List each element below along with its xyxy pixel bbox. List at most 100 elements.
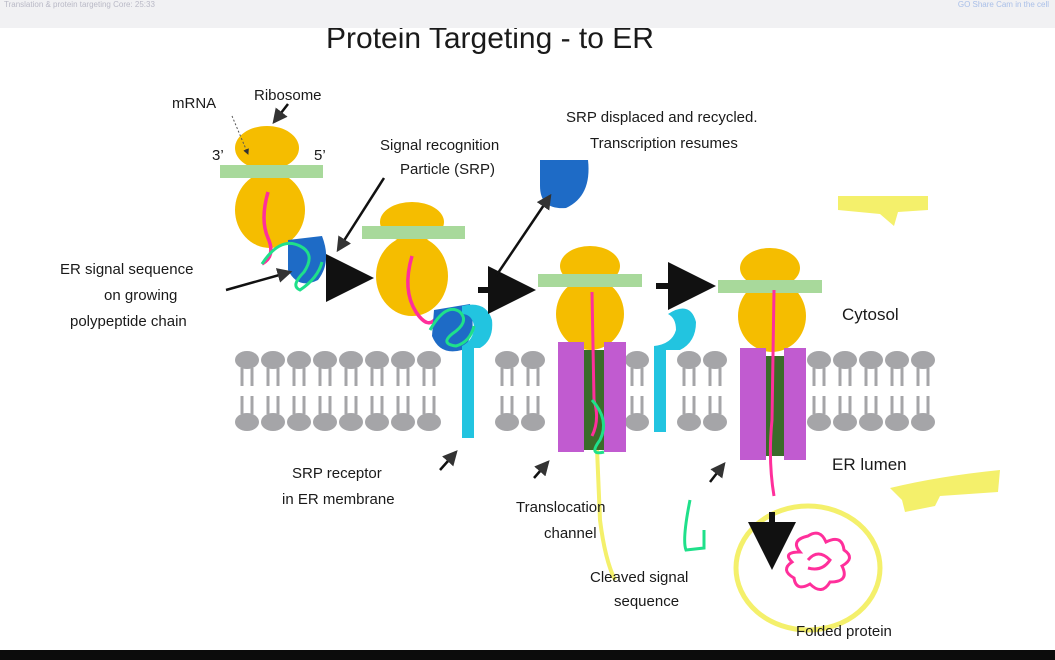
label-mrna: mRNA: [172, 95, 216, 112]
label-er-lumen: ER lumen: [832, 455, 907, 474]
lipid-tail: [682, 396, 696, 414]
polypeptide-chain: [406, 255, 438, 325]
lipid-tail: [318, 396, 332, 414]
label-srp-line1: Signal recognition: [380, 137, 499, 154]
label-er-signal-line1: ER signal sequence: [60, 261, 193, 278]
label-displaced-line2: Transcription resumes: [590, 135, 738, 152]
label-srp-line2: Particle (SRP): [400, 161, 495, 178]
lipid-tail: [370, 368, 384, 386]
lipid-tail: [344, 368, 358, 386]
lipid-head: [885, 413, 909, 431]
lipid-head: [677, 413, 701, 431]
lipid-head: [365, 351, 389, 369]
lipid-tail: [526, 368, 540, 386]
lipid-head: [417, 351, 441, 369]
stage-4-ribosome: [683, 248, 822, 552]
mrna-strand: [362, 226, 465, 239]
label-er-signal-line2: on growing: [104, 287, 177, 304]
released-srp: [540, 160, 589, 209]
lipid-tail: [890, 396, 904, 414]
srp-receptor: [462, 304, 493, 438]
lipid-head: [807, 413, 831, 431]
lipid-head: [833, 413, 857, 431]
lipid-head: [703, 351, 727, 369]
recycled-srp-receptor: [654, 308, 696, 432]
label-translocation-line2: channel: [544, 525, 597, 542]
lipid-tail: [240, 396, 254, 414]
lipid-head: [521, 413, 545, 431]
video-topbar: Translation & protein targeting Core: 25…: [0, 0, 1055, 28]
mrna-strand: [718, 280, 822, 293]
diagram-labels: Ribosome mRNA 3’ 5’ Signal recognition P…: [60, 87, 907, 640]
lipid-head: [235, 351, 259, 369]
lipid-tail: [838, 396, 852, 414]
lipid-head: [287, 413, 311, 431]
lipid-tail: [500, 396, 514, 414]
ribosome-large-subunit: [235, 172, 305, 248]
slide-title: Protein Targeting - to ER: [326, 28, 654, 55]
lipid-head: [495, 413, 519, 431]
ribosome-small-subunit: [740, 248, 800, 288]
lipid-tail: [422, 396, 436, 414]
lipid-tail: [864, 396, 878, 414]
er-signal-sequence: [590, 398, 606, 455]
topbar-link[interactable]: GO Share Cam in the cell: [957, 0, 1049, 9]
cleaved-signal-sequence: [683, 499, 706, 552]
label-5-prime: 5’: [314, 147, 326, 164]
lipid-head: [391, 351, 415, 369]
slide: Protein Targeting - to ER: [0, 22, 1055, 650]
lipid-tail: [708, 368, 722, 386]
lipid-head: [391, 413, 415, 431]
translocation-channel-left: [558, 342, 584, 452]
lipid-head: [911, 351, 935, 369]
lipid-tail: [396, 396, 410, 414]
label-srp-receptor-line1: SRP receptor: [292, 465, 382, 482]
lipid-tail: [240, 368, 254, 386]
lipid-head: [417, 413, 441, 431]
lipid-head: [495, 351, 519, 369]
lipid-head: [911, 413, 935, 431]
label-3-prime: 3’: [212, 147, 224, 164]
lipid-head: [833, 351, 857, 369]
lipid-head: [703, 413, 727, 431]
lipid-tail: [812, 368, 826, 386]
lipid-tail: [864, 368, 878, 386]
er-targeting-diagram: Protein Targeting - to ER: [60, 22, 1000, 640]
lipid-tail: [344, 396, 358, 414]
lipid-bilayer: [235, 351, 935, 431]
ribosome-large-subunit: [738, 280, 806, 352]
lipid-tail: [422, 368, 436, 386]
ribosome-large-subunit: [556, 278, 624, 350]
ribosome-small-subunit: [235, 126, 299, 170]
lipid-head: [287, 351, 311, 369]
translocation-channel-right: [604, 342, 626, 452]
lipid-head: [885, 351, 909, 369]
lipid-head: [235, 413, 259, 431]
label-displaced-line1: SRP displaced and recycled.: [566, 109, 758, 126]
process-arrows: [326, 254, 796, 570]
label-cleaved-line1: Cleaved signal: [590, 569, 688, 586]
polypeptide-chain: [261, 191, 273, 266]
er-signal-sequence: [428, 307, 476, 348]
topbar-title: Translation & protein targeting Core: 25…: [4, 0, 155, 9]
label-translocation-line1: Translocation: [516, 499, 606, 516]
lipid-head: [313, 351, 337, 369]
translocation-channel-left: [740, 348, 766, 460]
lipid-tail: [370, 396, 384, 414]
stage-1-ribosome: [220, 126, 327, 292]
ribosome-large-subunit: [376, 236, 448, 316]
lipid-tail: [292, 368, 306, 386]
label-cleaved-line2: sequence: [614, 593, 679, 610]
translocation-channel-pore: [766, 356, 784, 456]
label-srp-receptor-line2: in ER membrane: [282, 491, 395, 508]
lipid-tail: [630, 396, 644, 414]
lipid-head: [859, 413, 883, 431]
lipid-tail: [318, 368, 332, 386]
lipid-head: [313, 413, 337, 431]
label-arrows: [225, 103, 726, 483]
label-cytosol: Cytosol: [842, 305, 899, 324]
lipid-tail: [292, 396, 306, 414]
lipid-tail: [630, 368, 644, 386]
lipid-tail: [396, 368, 410, 386]
lipid-head: [677, 351, 701, 369]
